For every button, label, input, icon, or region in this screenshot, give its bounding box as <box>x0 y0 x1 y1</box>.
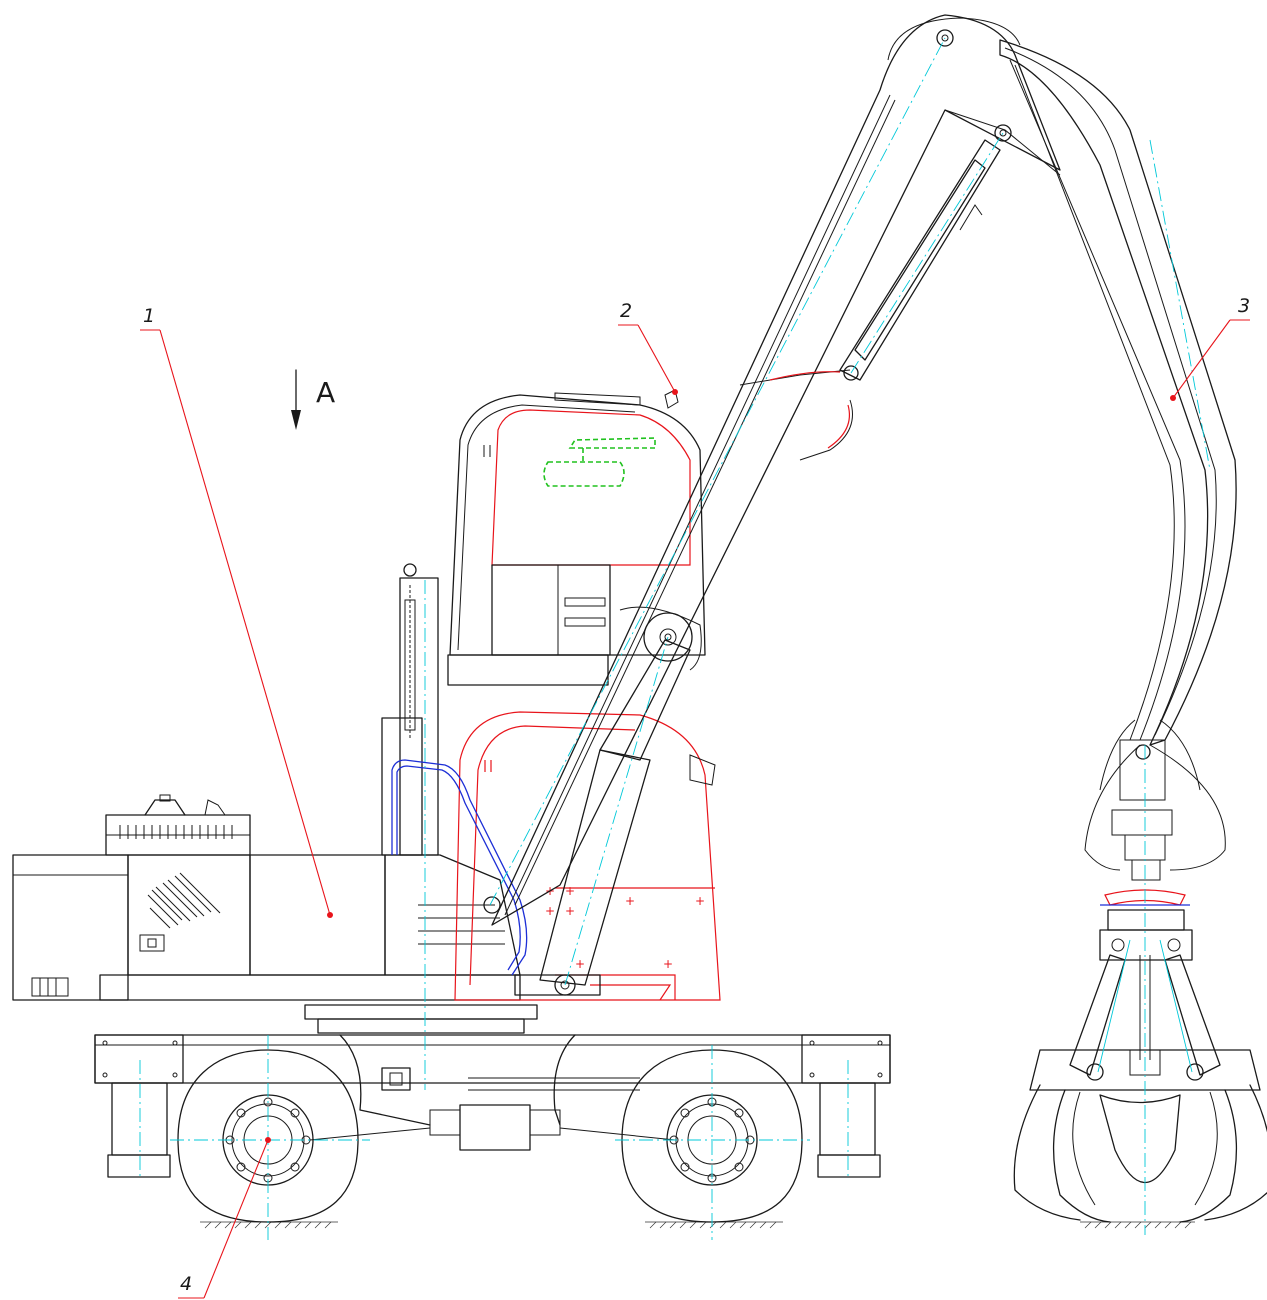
hydraulic-hoses <box>739 17 1021 461</box>
ground-hatch-grapple <box>1080 1221 1195 1229</box>
view-indicator-a: A <box>291 369 335 430</box>
boom <box>483 14 1061 996</box>
lift-cylinder <box>539 606 702 986</box>
callout-1-label: 1 <box>143 305 155 327</box>
svg-text:+: + <box>695 894 705 908</box>
callout-2: 2 <box>618 300 678 395</box>
orange-peel-grapple <box>1013 954 1267 1223</box>
svg-text:+: + <box>625 894 635 908</box>
rotator <box>1099 889 1193 961</box>
svg-text:+: + <box>565 884 575 898</box>
view-label: A <box>316 376 335 409</box>
hidden-cab-symbol <box>543 437 656 487</box>
upper-structure <box>12 794 521 1001</box>
callout-4: 4 <box>178 1137 271 1299</box>
svg-text:+: + <box>545 904 555 918</box>
callout-3: 3 <box>1170 295 1250 401</box>
svg-text:+: + <box>565 904 575 918</box>
ground-hatch-left <box>200 1221 338 1229</box>
callout-1: 1 <box>140 305 333 918</box>
handrail <box>391 759 528 976</box>
callout-4-label: 4 <box>180 1273 192 1295</box>
svg-text:+: + <box>575 957 585 971</box>
centerlines <box>139 37 1211 1240</box>
callout-2-label: 2 <box>620 300 632 322</box>
operator-cab-raised <box>447 389 706 686</box>
stick-arm <box>999 39 1237 881</box>
operator-cab-lowered: + + + + + + + + <box>454 711 721 1001</box>
undercarriage <box>94 1004 891 1178</box>
ground-hatch-right <box>645 1221 783 1229</box>
callout-3-label: 3 <box>1238 295 1250 317</box>
svg-text:+: + <box>663 957 673 971</box>
cab-riser <box>381 563 439 856</box>
